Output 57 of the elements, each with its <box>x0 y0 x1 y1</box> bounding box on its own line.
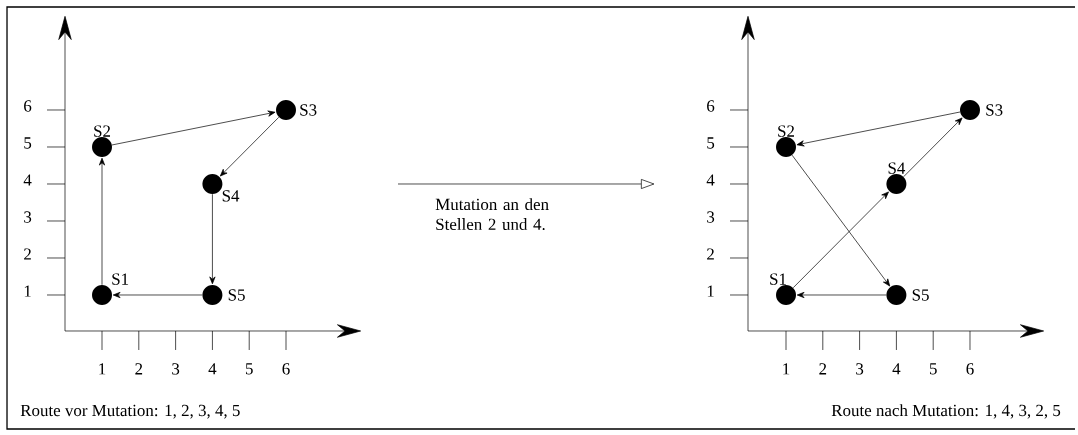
tick-label: 4 <box>23 174 32 186</box>
point-dot <box>92 137 112 157</box>
caption: Route vor Mutation: 1, 2, 3, 4, 5 <box>20 404 240 419</box>
arrow <box>98 157 106 286</box>
tick-label: 2 <box>24 248 31 260</box>
tick-label: 6 <box>24 100 32 112</box>
point-label: S5 <box>912 289 929 301</box>
point-label: S4 <box>222 190 240 202</box>
point-label: S3 <box>300 104 317 116</box>
point-dot <box>776 285 796 305</box>
tick-label: 6 <box>282 363 290 375</box>
point-label: S2 <box>94 125 110 137</box>
point-dot <box>276 100 296 120</box>
point-label: S2 <box>778 125 794 137</box>
tick-label: 2 <box>707 248 714 260</box>
point-dot <box>776 137 796 157</box>
point-dot <box>92 285 112 305</box>
tick-label: 5 <box>245 363 253 375</box>
point-dot <box>886 285 907 305</box>
tick-label: 1 <box>24 285 31 297</box>
point-dot <box>960 100 980 120</box>
arrow <box>903 117 963 178</box>
tick-label: 1 <box>707 285 714 297</box>
arrow <box>791 154 891 287</box>
caption: Route nach Mutation: 1, 4, 3, 2, 5 <box>831 404 1061 419</box>
point-dot <box>886 174 907 194</box>
transition-label: Mutation an den Stellen 2 und 4. <box>435 198 549 231</box>
tick-label: 6 <box>707 100 715 112</box>
tick-label: 2 <box>819 363 827 375</box>
point-label: S3 <box>986 104 1003 116</box>
tick-label: 3 <box>856 363 864 375</box>
tick-label: 1 <box>99 363 106 375</box>
tick-label: 5 <box>24 137 32 149</box>
arrow <box>796 111 961 147</box>
tick-label: 1 <box>783 363 790 375</box>
point-dot <box>202 174 223 194</box>
tick-label: 5 <box>929 363 937 375</box>
tick-label: 4 <box>208 363 217 375</box>
tick-label: 3 <box>24 211 32 223</box>
tick-label: 3 <box>172 363 180 375</box>
tick-label: 4 <box>706 174 715 186</box>
tick-label: 2 <box>135 363 143 375</box>
arrow <box>796 291 887 299</box>
tick-label: 3 <box>707 211 715 223</box>
point-label: S5 <box>228 289 245 301</box>
arrow <box>111 110 276 146</box>
arrow <box>209 193 216 285</box>
tick-label: 4 <box>892 363 901 375</box>
point-label: S1 <box>112 273 129 285</box>
tick-label: 6 <box>966 363 974 375</box>
arrow <box>112 291 203 299</box>
point-dot <box>202 285 223 305</box>
point-label: S1 <box>770 273 786 285</box>
point-label: S4 <box>888 162 906 174</box>
arrow <box>219 116 280 177</box>
tick-label: 5 <box>707 137 715 149</box>
arrow <box>792 191 889 289</box>
